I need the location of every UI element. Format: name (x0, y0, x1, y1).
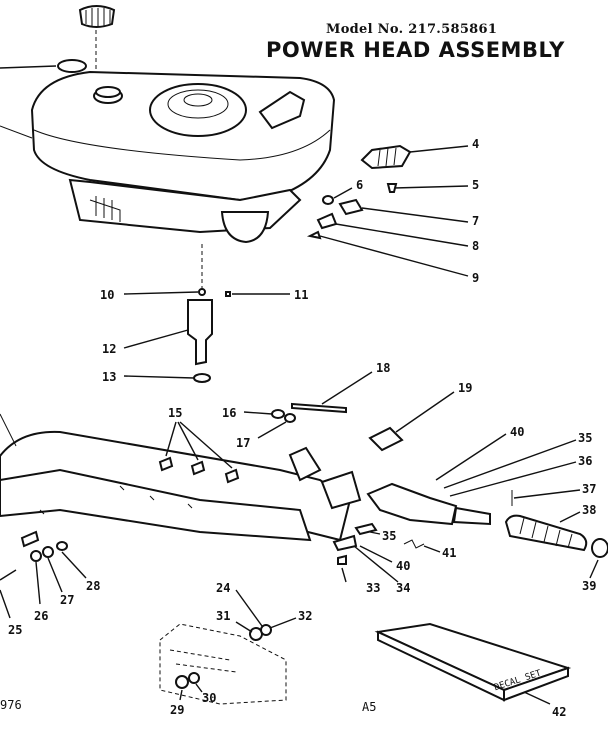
callout-6: 6 (356, 178, 363, 192)
callout-24: 24 (216, 581, 230, 595)
bottom-hardware: 24 31 32 29 30 (159, 581, 312, 717)
page-code: A5 (362, 700, 377, 714)
callout-13: 13 (102, 370, 116, 384)
callout-32: 32 (298, 609, 312, 623)
decal-set: DECAL SET 42 (374, 622, 572, 719)
callout-41: 41 (442, 546, 456, 560)
callout-10: 10 (100, 288, 114, 302)
callout-35a: 35 (578, 431, 592, 445)
callout-5: 5 (472, 178, 479, 192)
callout-15: 15 (168, 406, 182, 420)
callout-26: 26 (34, 609, 48, 623)
model-number: Model No. 217.585861 (326, 22, 498, 37)
engine-housing (0, 5, 336, 244)
callout-42: 42 (552, 705, 566, 719)
callout-7: 7 (472, 214, 479, 228)
callout-37: 37 (582, 482, 596, 496)
callout-8: 8 (472, 239, 479, 253)
callout-40b: 40 (396, 559, 410, 573)
bolt-parts: 18 16 17 19 (222, 361, 472, 452)
throttle-parts: 4 5 6 7 8 9 (306, 137, 479, 285)
page-title: POWER HEAD ASSEMBLY (266, 38, 565, 62)
throttle-control: 40 35 36 37 38 39 35 41 40 33 34 (332, 425, 608, 595)
callout-30: 30 (202, 691, 216, 705)
callout-38: 38 (582, 503, 596, 517)
callout-35b: 35 (382, 529, 396, 543)
callout-18: 18 (376, 361, 390, 375)
shaft-parts: 10 11 12 13 (100, 244, 308, 384)
callout-39: 39 (582, 579, 596, 593)
handle-frame: 15 (0, 406, 362, 542)
callout-9: 9 (472, 271, 479, 285)
callout-17: 17 (236, 436, 250, 450)
callout-27: 27 (60, 593, 74, 607)
callout-25: 25 (8, 623, 22, 637)
callout-28: 28 (86, 579, 100, 593)
callout-34: 34 (396, 581, 410, 595)
left-hardware: 25 26 27 28 (0, 530, 100, 637)
callout-31: 31 (216, 609, 230, 623)
callout-16: 16 (222, 406, 236, 420)
callout-29: 29 (170, 703, 184, 717)
callout-33: 33 (366, 581, 380, 595)
callout-11: 11 (294, 288, 308, 302)
callout-36: 36 (578, 454, 592, 468)
callout-4: 4 (472, 137, 479, 151)
year-fragment: 976 (0, 698, 22, 712)
callout-40a: 40 (510, 425, 524, 439)
callout-12: 12 (102, 342, 116, 356)
callout-19: 19 (458, 381, 472, 395)
